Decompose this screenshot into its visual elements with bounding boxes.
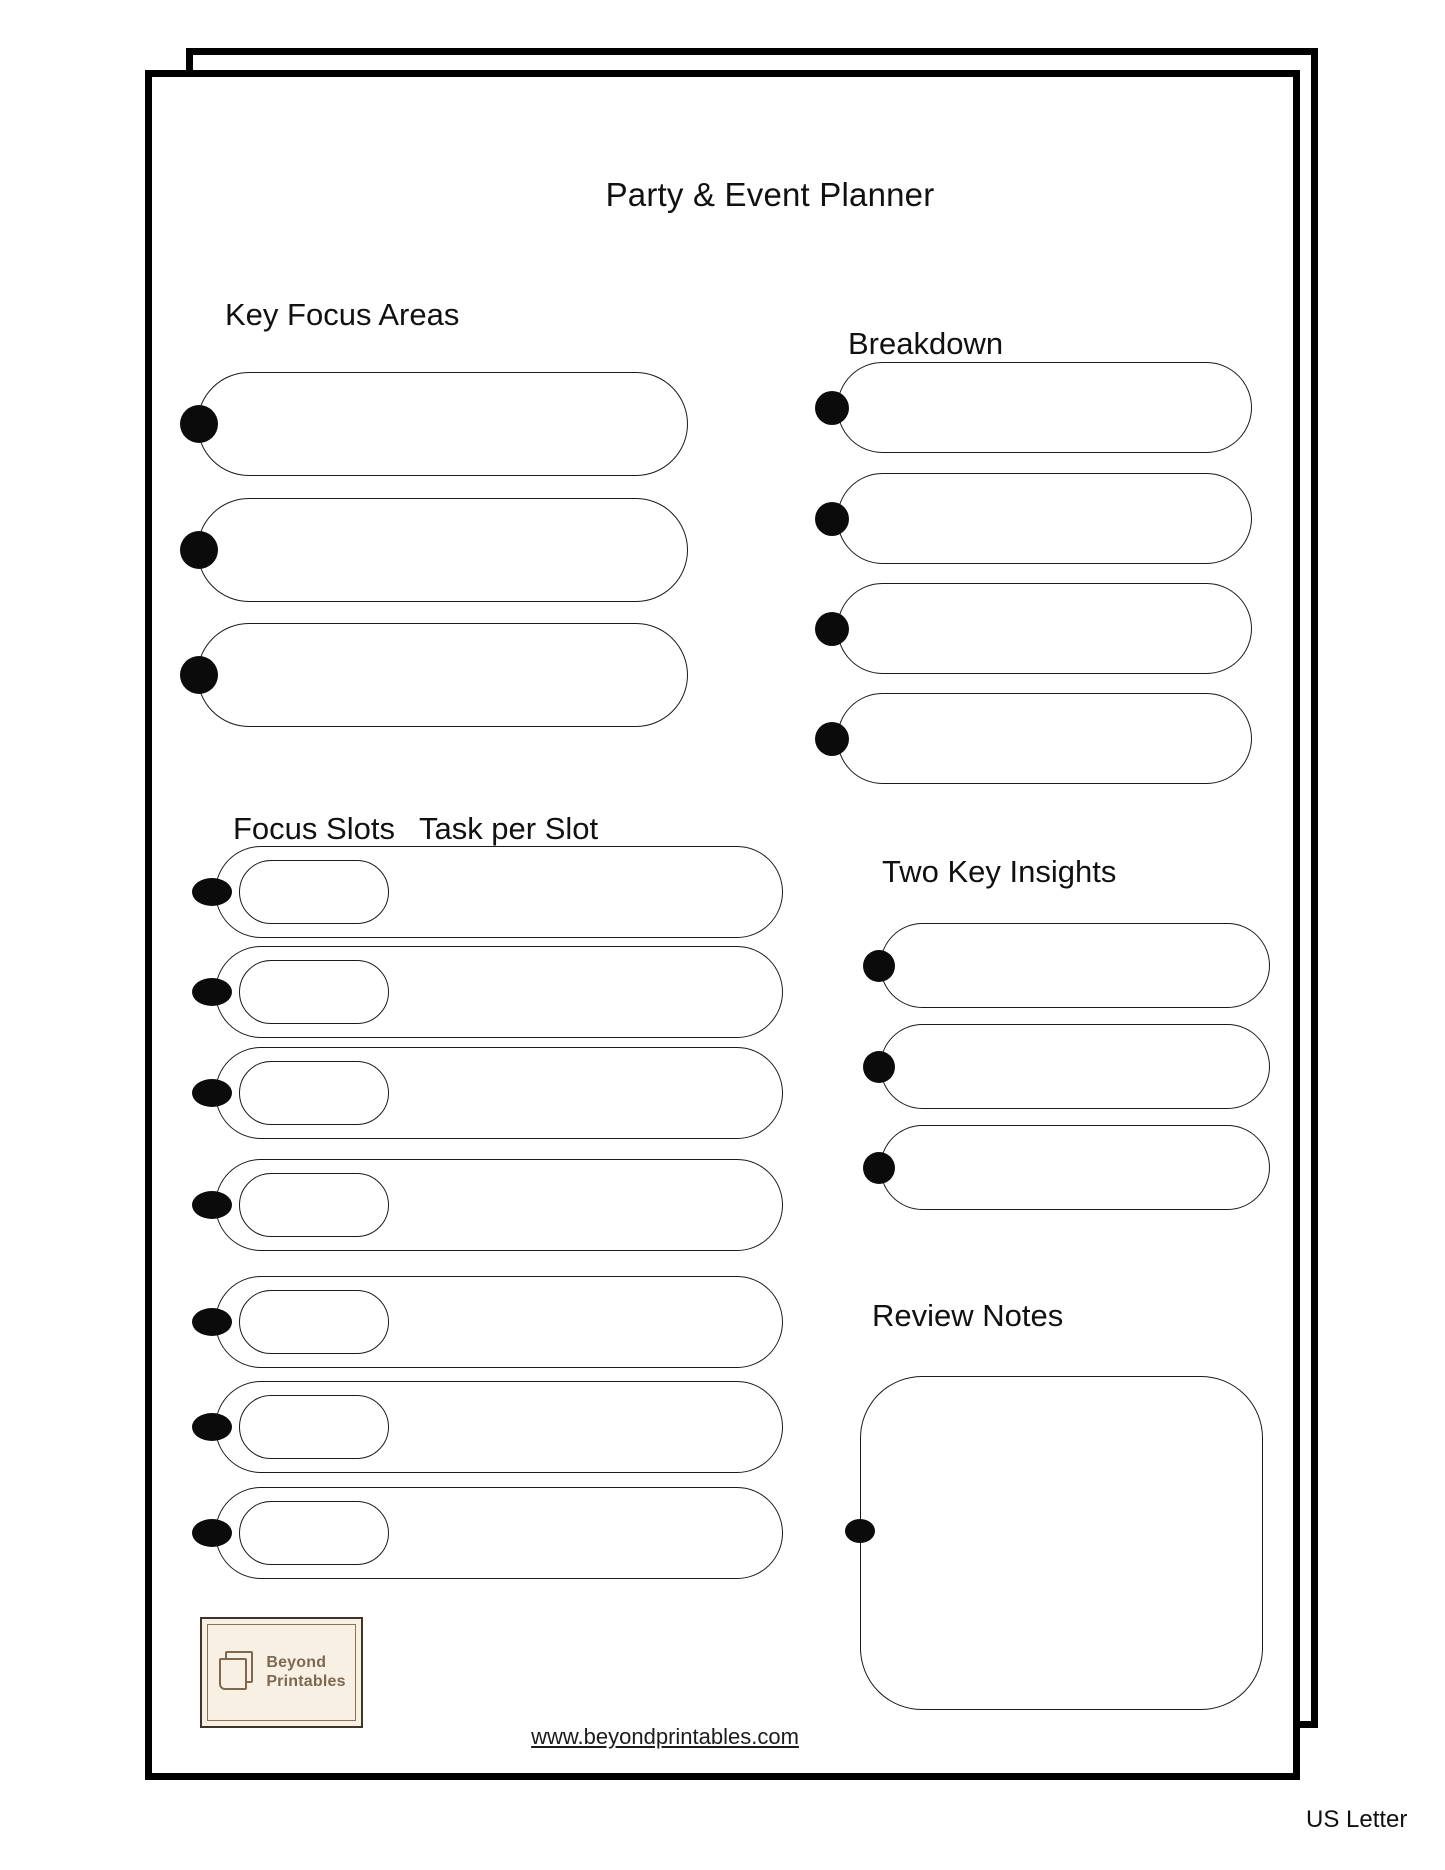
- bullet-dot: [863, 1050, 895, 1083]
- focus-slot-time-field: [239, 1173, 389, 1237]
- logo-inner-frame: Beyond Printables: [207, 1624, 356, 1721]
- breakdown-field: [837, 473, 1252, 564]
- heading-two-key-insights: Two Key Insights: [882, 854, 1117, 889]
- bullet-dot: [192, 1079, 232, 1107]
- key-focus-area-field: [197, 623, 688, 727]
- breakdown-field: [837, 583, 1252, 674]
- heading-focus-slots-left: Focus Slots: [233, 811, 395, 846]
- logo-wordmark: Beyond Printables: [266, 1654, 345, 1691]
- beyond-printables-logo: Beyond Printables: [200, 1617, 363, 1728]
- bullet-dot: [815, 390, 849, 425]
- focus-slot-time-field: [239, 1061, 389, 1125]
- bullet-dot: [192, 1519, 232, 1547]
- bullet-dot: [192, 1191, 232, 1219]
- breakdown-field: [837, 362, 1252, 453]
- bullet-dot: [180, 405, 218, 443]
- heading-review-notes: Review Notes: [872, 1298, 1064, 1333]
- heading-key-focus-areas: Key Focus Areas: [225, 297, 460, 332]
- logo-brand-line2: Printables: [266, 1672, 346, 1690]
- heading-focus-slots: Focus Slots Task per Slot: [233, 811, 598, 847]
- bullet-dot: [863, 1151, 895, 1184]
- bullet-dot: [815, 611, 849, 646]
- website-link[interactable]: www.beyondprintables.com: [531, 1724, 799, 1749]
- focus-slot-time-field: [239, 960, 389, 1024]
- focus-slot-time-field: [239, 1290, 389, 1354]
- focus-slot-time-field: [239, 1501, 389, 1565]
- bullet-dot: [180, 656, 218, 694]
- insight-field: [880, 1125, 1270, 1210]
- focus-slot-time-field: [239, 860, 389, 924]
- heading-breakdown: Breakdown: [848, 326, 1004, 361]
- bullet-dot: [815, 721, 849, 756]
- bullet-dot: [845, 1519, 875, 1543]
- breakdown-field: [837, 693, 1252, 784]
- bullet-dot: [815, 501, 849, 536]
- paper-size-label: US Letter: [1306, 1806, 1408, 1833]
- heading-task-per-slot: Task per Slot: [418, 811, 599, 846]
- stacked-pages-icon: [217, 1650, 257, 1695]
- key-focus-area-field: [197, 498, 688, 602]
- insight-field: [880, 1024, 1270, 1109]
- bullet-dot: [192, 1308, 232, 1336]
- review-notes-box: [860, 1376, 1263, 1710]
- bullet-dot: [180, 531, 218, 569]
- bullet-dot: [192, 878, 232, 906]
- bullet-dot: [192, 1413, 232, 1441]
- logo-brand-line1: Beyond: [266, 1653, 327, 1671]
- bullet-dot: [192, 978, 232, 1006]
- bullet-dot: [863, 949, 895, 982]
- insight-field: [880, 923, 1270, 1008]
- key-focus-area-field: [197, 372, 688, 476]
- page-title: Party & Event Planner: [605, 176, 935, 213]
- focus-slot-time-field: [239, 1395, 389, 1459]
